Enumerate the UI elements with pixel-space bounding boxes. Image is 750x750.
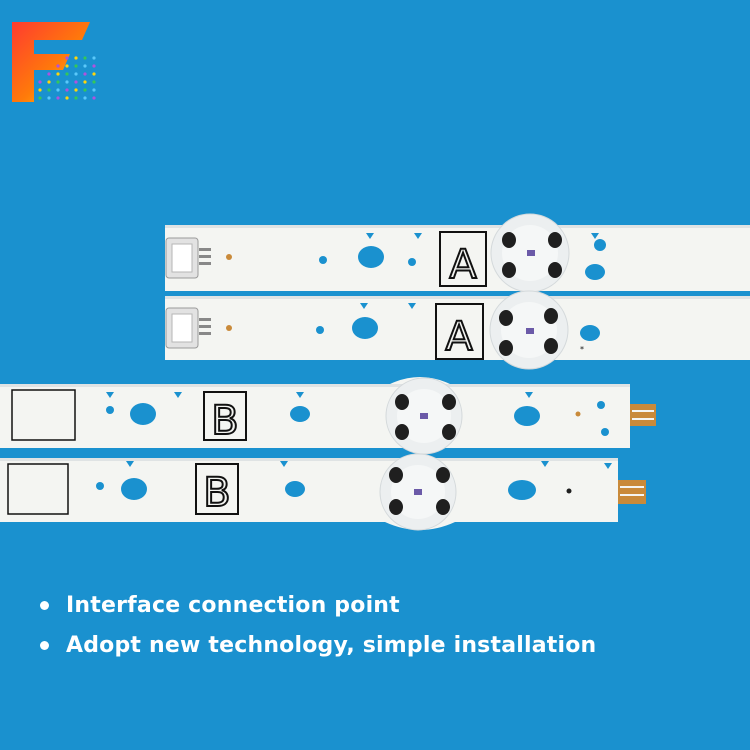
logo-dot (74, 72, 78, 76)
logo-dot (74, 80, 78, 84)
logo-dot (74, 88, 78, 92)
logo-dot (74, 56, 78, 60)
led-strip-a-top: A (165, 213, 750, 293)
logo-dot (83, 80, 87, 84)
logo-dot (38, 80, 42, 84)
strip-label: B (203, 470, 230, 516)
led-strips-photo: A A (0, 213, 750, 531)
logo-dot (74, 64, 78, 68)
logo-dot (56, 96, 60, 100)
logo-dot (47, 88, 51, 92)
logo-dot (56, 72, 60, 76)
led-lens (379, 453, 457, 531)
bullet-icon (40, 640, 49, 650)
logo-dot (83, 96, 87, 100)
led-strip-b-bottom: B (0, 453, 646, 531)
svg-text:*: * (580, 345, 584, 354)
logo-dot (83, 88, 87, 92)
logo-dot (83, 56, 87, 60)
logo-dot (65, 88, 69, 92)
logo-dot (92, 96, 96, 100)
bullet-icon (40, 600, 49, 610)
led-lens (490, 213, 570, 293)
logo-dot (65, 80, 69, 84)
logo-dot (83, 64, 87, 68)
logo-dot (92, 88, 96, 92)
logo-dot (92, 72, 96, 76)
logo-dot (38, 96, 42, 100)
logo-dot (56, 88, 60, 92)
f-logo-icon (12, 22, 96, 102)
logo-dot (56, 80, 60, 84)
feature-text: Interface connection point (66, 592, 400, 618)
feature-list: Interface connection point Adopt new tec… (40, 585, 596, 665)
logo-dot (47, 80, 51, 84)
led-strip-b-top: B (0, 377, 656, 455)
logo-dot (92, 64, 96, 68)
logo-dot (38, 88, 42, 92)
logo-dot (47, 72, 51, 76)
logo-dot (56, 64, 60, 68)
connector-icon (165, 307, 211, 349)
logo-dot (47, 96, 51, 100)
logo-dot (65, 96, 69, 100)
logo-dot (83, 72, 87, 76)
feature-item: Adopt new technology, simple installatio… (40, 625, 596, 665)
led-strip-a-bottom: A * (165, 290, 750, 370)
feature-item: Interface connection point (40, 585, 596, 625)
flex-cable-icon (630, 404, 656, 426)
led-lens (489, 290, 569, 370)
logo-dot (92, 56, 96, 60)
logo-dot (92, 80, 96, 84)
logo-dot (65, 56, 69, 60)
logo-dot (65, 72, 69, 76)
logo-dot (65, 64, 69, 68)
strip-label: B (211, 398, 238, 444)
led-lens (385, 377, 463, 455)
flex-cable-icon (618, 480, 646, 504)
strip-label: A (445, 314, 473, 360)
logo-dot (74, 96, 78, 100)
connector-icon (165, 237, 211, 279)
strip-label: A (449, 242, 477, 288)
feature-text: Adopt new technology, simple installatio… (66, 632, 597, 658)
